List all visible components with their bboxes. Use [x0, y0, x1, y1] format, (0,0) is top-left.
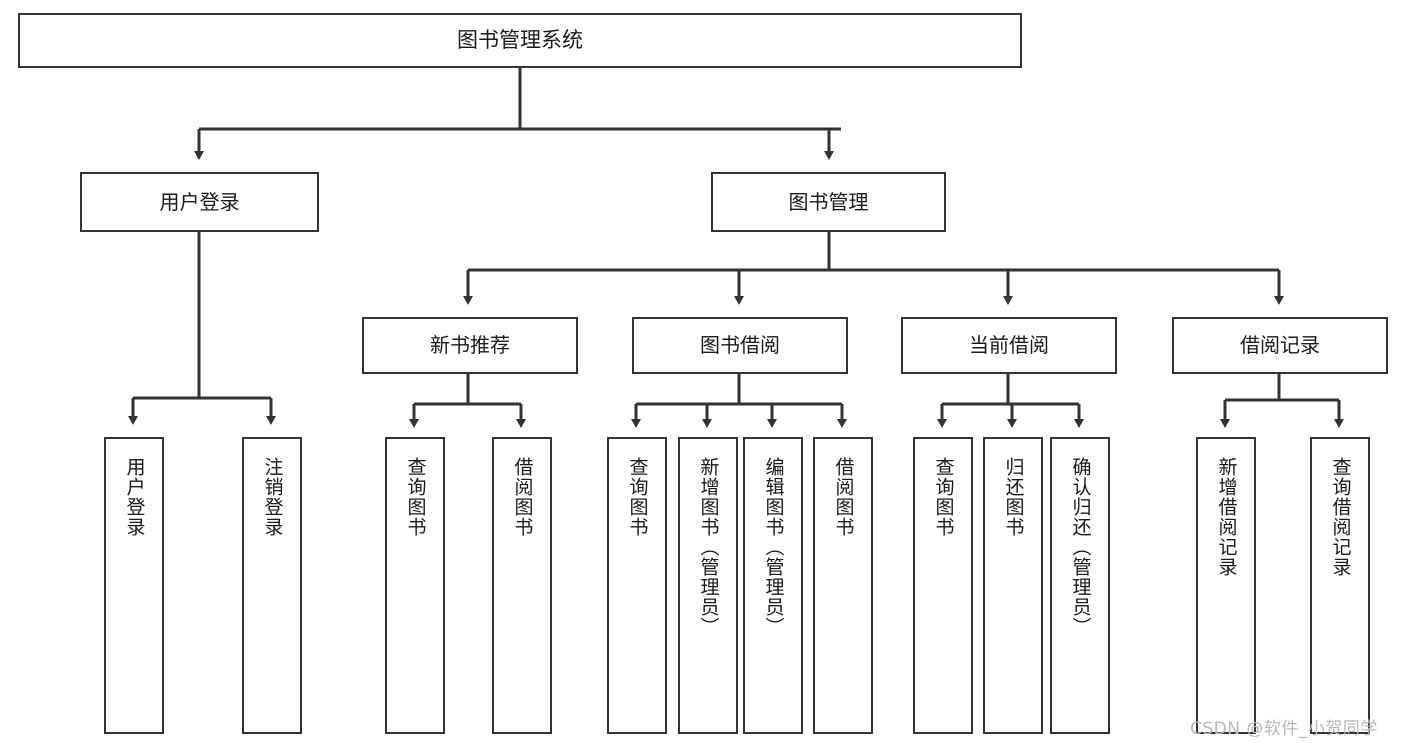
node-leaf-add-book-label: 新增图书（管理员） [697, 457, 720, 637]
node-leaf-query-book-3[interactable]: 查询图书 [913, 437, 973, 734]
node-leaf-query-book-1-label: 查询图书 [404, 457, 427, 537]
node-leaf-add-borrow-record[interactable]: 新增借阅记录 [1196, 437, 1256, 734]
node-leaf-query-book-1[interactable]: 查询图书 [385, 437, 445, 734]
node-leaf-query-book-2-label: 查询图书 [626, 457, 649, 537]
node-leaf-add-borrow-record-label: 新增借阅记录 [1215, 457, 1238, 577]
node-leaf-borrow-book-1[interactable]: 借阅图书 [492, 437, 552, 734]
node-leaf-confirm-return[interactable]: 确认归还（管理员） [1050, 437, 1110, 734]
node-book-management-label: 图书管理 [788, 189, 869, 214]
node-new-book-recommend-label: 新书推荐 [430, 333, 510, 358]
node-leaf-return-book[interactable]: 归还图书 [983, 437, 1043, 734]
node-leaf-logout-login-label: 注销登录 [261, 457, 284, 537]
node-book-borrow-label: 图书借阅 [700, 333, 780, 358]
node-leaf-query-borrow-record[interactable]: 查询借阅记录 [1310, 437, 1370, 734]
node-leaf-return-book-label: 归还图书 [1002, 457, 1025, 537]
node-leaf-add-book[interactable]: 新增图书（管理员） [678, 437, 738, 734]
node-book-borrow[interactable]: 图书借阅 [632, 317, 848, 374]
node-borrow-record-label: 借阅记录 [1240, 333, 1320, 358]
node-leaf-borrow-book-2-label: 借阅图书 [832, 457, 855, 537]
node-root-system[interactable]: 图书管理系统 [18, 13, 1022, 68]
node-leaf-query-book-3-label: 查询图书 [932, 457, 955, 537]
node-leaf-logout-login[interactable]: 注销登录 [242, 437, 302, 734]
node-user-login-label: 用户登录 [159, 189, 240, 214]
node-leaf-borrow-book-1-label: 借阅图书 [511, 457, 534, 537]
node-leaf-borrow-book-2[interactable]: 借阅图书 [813, 437, 873, 734]
node-leaf-confirm-return-label: 确认归还（管理员） [1069, 457, 1092, 637]
node-current-borrow[interactable]: 当前借阅 [901, 317, 1117, 374]
node-leaf-query-borrow-record-label: 查询借阅记录 [1329, 457, 1352, 577]
node-leaf-user-login[interactable]: 用户登录 [104, 437, 164, 734]
node-root-system-label: 图书管理系统 [457, 27, 583, 52]
node-leaf-edit-book[interactable]: 编辑图书（管理员） [743, 437, 803, 734]
node-current-borrow-label: 当前借阅 [969, 333, 1049, 358]
node-borrow-record[interactable]: 借阅记录 [1172, 317, 1388, 374]
node-book-management[interactable]: 图书管理 [711, 172, 946, 232]
csdn-watermark: CSDN @软件_小贺同学 [1190, 719, 1378, 739]
node-leaf-query-book-2[interactable]: 查询图书 [607, 437, 667, 734]
node-leaf-user-login-label: 用户登录 [123, 457, 146, 537]
node-leaf-edit-book-label: 编辑图书（管理员） [762, 457, 785, 637]
node-user-login[interactable]: 用户登录 [80, 172, 319, 232]
node-new-book-recommend[interactable]: 新书推荐 [362, 317, 578, 374]
